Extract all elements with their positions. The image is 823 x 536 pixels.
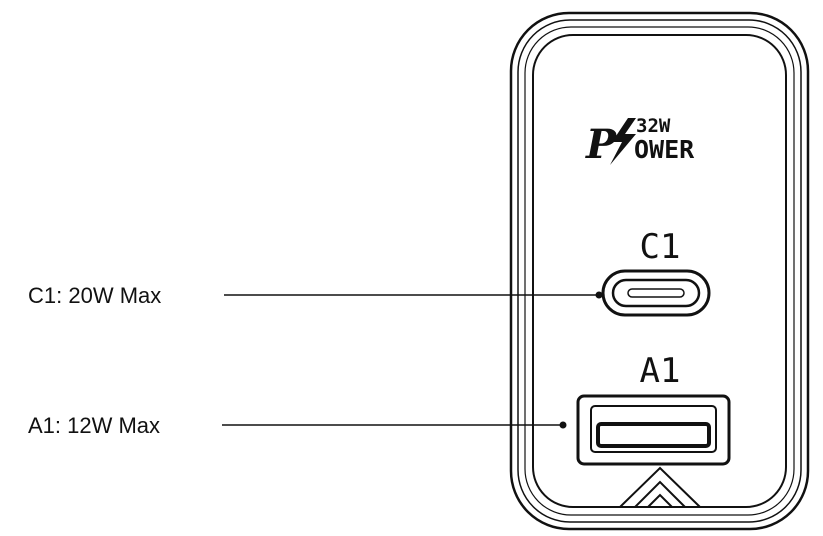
logo-wattage: 32W xyxy=(636,115,671,137)
callout-label-a1: A1: 12W Max xyxy=(28,413,160,438)
port-label-a1: A1 xyxy=(640,351,681,391)
callout-a1 xyxy=(222,421,567,429)
logo-letter: P xyxy=(585,121,618,168)
power-logo: P 32W OWER xyxy=(585,115,695,168)
usb-c-port xyxy=(601,269,711,317)
charger-body xyxy=(509,11,810,531)
anker-arrow-logo xyxy=(619,466,701,508)
callout-label-c1: C1: 20W Max xyxy=(28,283,161,308)
usb-a-port xyxy=(576,394,731,466)
logo-word: OWER xyxy=(634,135,695,164)
lightning-bolt-icon xyxy=(610,118,636,165)
callout-c1 xyxy=(224,291,603,299)
port-label-c1: C1 xyxy=(640,227,681,267)
